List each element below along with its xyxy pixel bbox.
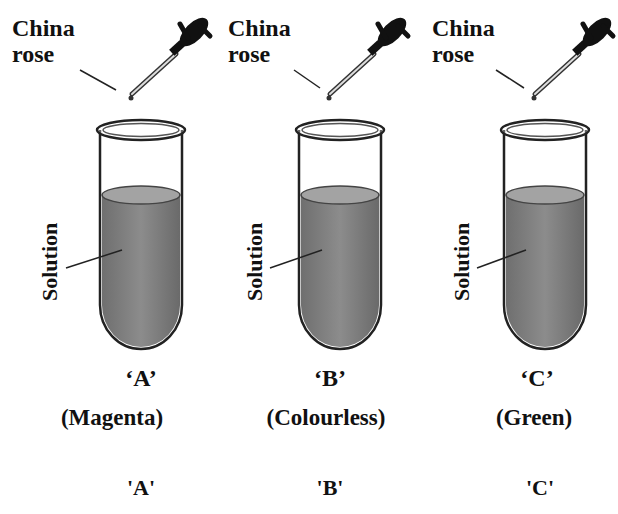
tube-letter: ‘A’ — [125, 366, 157, 392]
solution-label: Solution — [450, 223, 474, 301]
tube-letter: ‘B’ — [314, 366, 346, 392]
dropper-label: China rose — [12, 16, 102, 68]
dropper-label: China rose — [432, 16, 522, 68]
solution-label: Solution — [243, 223, 267, 301]
colour-label: (Green) — [496, 406, 572, 431]
option-letter: 'C' — [526, 476, 554, 500]
solution-label: Solution — [38, 223, 62, 301]
option-letter: 'B' — [317, 476, 344, 500]
dropper-label: China rose — [228, 16, 318, 68]
colour-label: (Colourless) — [267, 406, 386, 431]
tube-letter: ‘C’ — [520, 366, 553, 392]
colour-label: (Magenta) — [61, 406, 163, 431]
option-letter: 'A' — [127, 476, 155, 500]
